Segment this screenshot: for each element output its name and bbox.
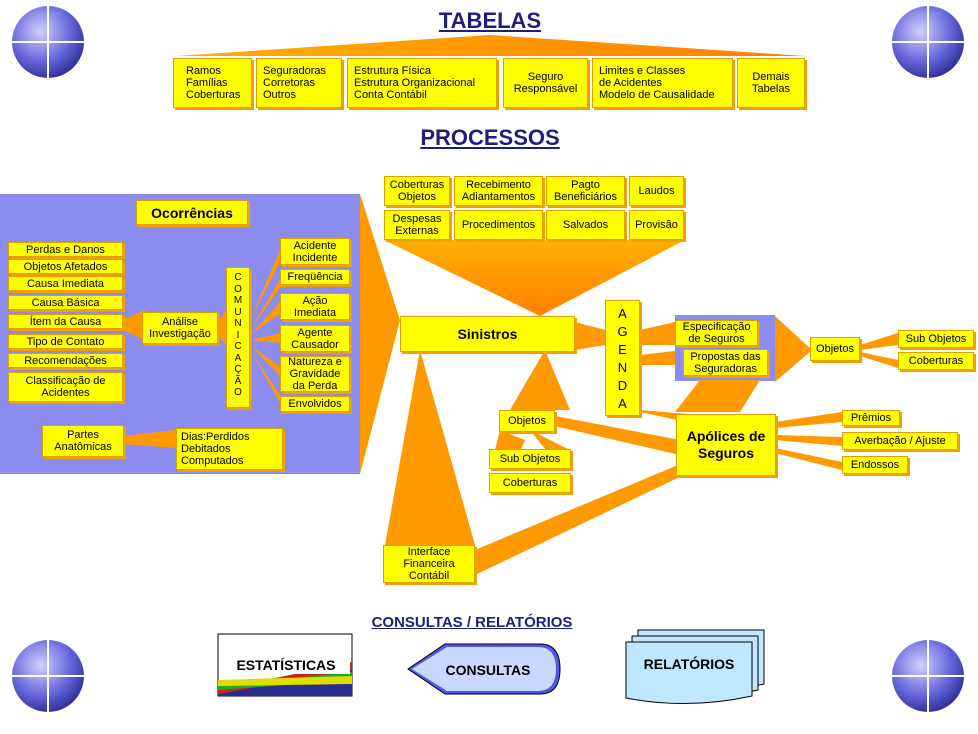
sinistros-top-item[interactable]: Provisão	[629, 210, 684, 240]
comunicacao-letter: I	[236, 329, 240, 341]
partes-anatomicas[interactable]: Partes Anatômicas	[42, 425, 124, 457]
comunicacao-item[interactable]: Freqüência	[280, 269, 350, 285]
analise-investigacao[interactable]: Análise Investigação	[142, 312, 218, 344]
agenda-box[interactable]: A G E N D A	[605, 300, 640, 416]
ocorrencia-item[interactable]: Perdas e Danos	[8, 242, 123, 257]
comunicacao-letter: C	[234, 341, 242, 352]
tabela-estrutura[interactable]: Estrutura Física Estrutura Organizaciona…	[347, 58, 497, 108]
especificacao-seguros[interactable]: Especificação de Seguros	[675, 320, 758, 346]
ocorrencia-item[interactable]: Classificação de Acidentes	[8, 372, 123, 402]
globe-icon-bottom-right	[892, 640, 964, 712]
comunicacao-letter: U	[234, 306, 242, 318]
ocorrencia-item[interactable]: Recomendações	[8, 353, 123, 368]
agenda-letter: G	[617, 324, 628, 339]
comunicacao-letter: Ç	[234, 364, 242, 375]
sinistros-top-item[interactable]: Laudos	[629, 176, 684, 206]
comunicacao-letter: O	[234, 283, 242, 295]
coberturas-right[interactable]: Coberturas	[898, 352, 974, 370]
ocorrencia-item[interactable]: Causa Básica	[8, 295, 123, 310]
dias-perdidos[interactable]: Dias:Perdidos Debitados Computados	[176, 428, 283, 470]
processos-heading: PROCESSOS	[420, 125, 560, 150]
comunicacao-letter: M	[233, 295, 243, 306]
globe-icon-top-right	[892, 6, 964, 78]
agenda-letter: D	[617, 378, 628, 393]
comunicacao-item[interactable]: Ação Imediata	[280, 293, 350, 320]
consultas-shape	[407, 643, 561, 695]
sinistros-top-item[interactable]: Pagto Beneficiários	[546, 176, 625, 206]
estatisticas-button[interactable]: ESTATÍSTICAS	[222, 656, 350, 674]
comunicacao-letter: C	[234, 272, 242, 283]
sinistros-top-item[interactable]: Procedimentos	[454, 210, 543, 240]
coberturas-box[interactable]: Coberturas	[489, 473, 571, 493]
propostas-seguradoras[interactable]: Propostas das Seguradoras	[683, 349, 768, 376]
sinistros-top-item[interactable]: Coberturas Objetos	[384, 176, 450, 206]
ocorrencia-item[interactable]: Objetos Afetados	[8, 259, 123, 274]
ocorrencia-item[interactable]: Ítem da Causa	[8, 314, 123, 329]
tabela-seguradoras[interactable]: Seguradoras Corretoras Outros	[256, 58, 342, 108]
apolices-box[interactable]: Apólices de Seguros	[676, 414, 776, 476]
sinistros-top-item[interactable]: Recebimento Adiantamentos	[454, 176, 543, 206]
agenda-letter: E	[618, 342, 627, 357]
agenda-letter: A	[618, 396, 627, 411]
relatorios-shape	[625, 629, 765, 704]
ocorrencia-item[interactable]: Causa Imediata	[8, 276, 123, 291]
apolice-item[interactable]: Endossos	[842, 456, 908, 474]
sub-objetos-box[interactable]: Sub Objetos	[489, 449, 571, 469]
ocorrencias-title[interactable]: Ocorrências	[136, 200, 248, 225]
sinistros-box[interactable]: Sinistros	[400, 316, 575, 352]
consultas-relatorios-heading: CONSULTAS / RELATÓRIOS	[371, 614, 573, 631]
objetos-right[interactable]: Objetos	[810, 337, 860, 361]
objetos-box[interactable]: Objetos	[499, 410, 555, 432]
comunicacao-item[interactable]: Envolvidos	[280, 396, 350, 412]
apolice-item[interactable]: Averbação / Ajuste	[842, 432, 958, 450]
interface-financeira[interactable]: Interface Financeira Contábil	[383, 545, 475, 583]
tabela-seguro[interactable]: Seguro Responsável	[503, 58, 588, 108]
apolice-item[interactable]: Prêmios	[842, 410, 900, 426]
relatorios-button[interactable]: RELATÓRIOS	[643, 656, 735, 672]
comunicacao-letter: A	[234, 352, 242, 364]
agenda-letter: A	[618, 306, 627, 321]
comunicacao-item[interactable]: Natureza e Gravidade da Perda	[280, 356, 350, 392]
comunicacao-letter: Ã	[234, 375, 242, 387]
tabela-ramos[interactable]: Ramos Famílias Coberturas	[173, 58, 252, 108]
comunicacao-letter: N	[234, 318, 242, 329]
agenda-letter: N	[617, 360, 628, 375]
sub-objetos-right[interactable]: Sub Objetos	[898, 330, 974, 348]
globe-icon-bottom-left	[12, 640, 84, 712]
comunicacao-letter: O	[234, 387, 242, 398]
comunicacao-box[interactable]: C O M U N I C A Ç Ã O	[226, 267, 250, 408]
comunicacao-item[interactable]: Agente Causador	[280, 325, 350, 352]
consultas-button[interactable]: CONSULTAS	[445, 662, 531, 678]
tabela-limites[interactable]: Limites e Classes de Acidentes Modelo de…	[592, 58, 733, 108]
tabelas-heading: TABELAS	[438, 8, 542, 33]
sinistros-top-item[interactable]: Salvados	[546, 210, 625, 240]
globe-icon-top-left	[12, 6, 84, 78]
ocorrencia-item[interactable]: Tipo de Contato	[8, 334, 123, 349]
comunicacao-item[interactable]: Acidente Incidente	[280, 238, 350, 265]
sinistros-top-item[interactable]: Despesas Externas	[384, 210, 450, 240]
tabela-demais[interactable]: Demais Tabelas	[737, 58, 805, 108]
